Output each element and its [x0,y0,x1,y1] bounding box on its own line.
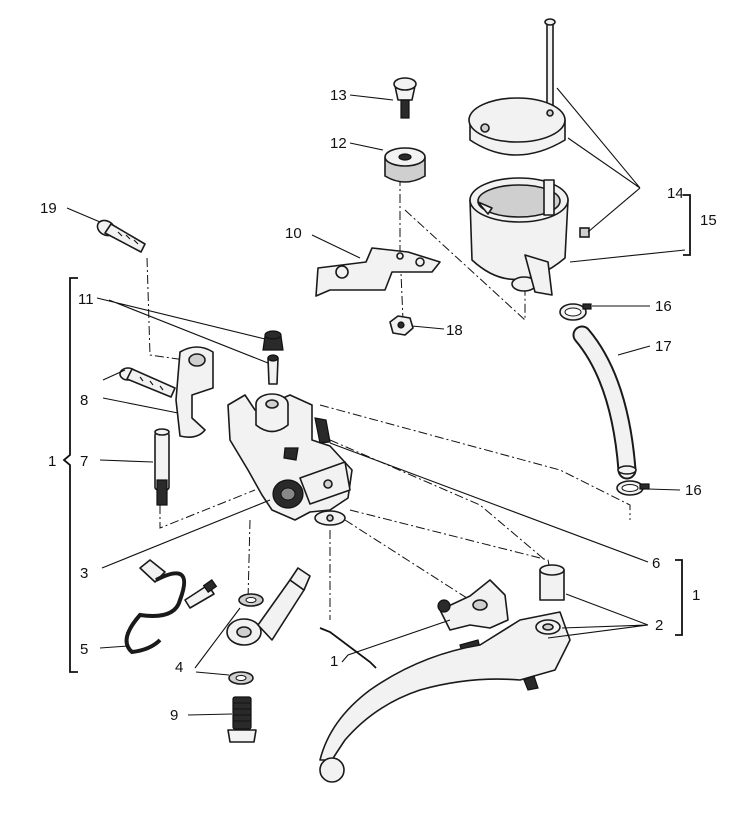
grommet-12 [384,147,426,183]
assembly-brackets [62,194,691,673]
brake-switch-5 [124,559,218,655]
pin-7 [154,428,170,506]
label-15: 15 [700,212,717,229]
label-1-lower: 1 [330,653,338,670]
brake-lever-2 [319,611,571,783]
label-16-upper: 16 [655,298,672,315]
banjo-fitting [226,567,311,646]
label-11: 11 [78,291,94,308]
label-14: 14 [667,185,684,202]
label-7: 7 [80,453,88,470]
label-12: 12 [330,135,347,152]
label-19: 19 [40,200,57,217]
spacer-2 [539,564,565,601]
label-13: 13 [330,87,347,104]
nut-18 [389,315,414,336]
bleed-screw-11 [262,330,284,385]
master-cylinder-body [227,393,353,526]
label-16-lower: 16 [685,482,702,499]
label-10: 10 [285,225,302,242]
label-2: 2 [655,617,663,634]
label-1-right: 1 [692,587,700,604]
label-18: 18 [446,322,463,339]
bolt-19 [96,219,146,253]
label-5: 5 [80,641,88,658]
callout-labels: 13 12 10 19 11 8 1 7 3 5 4 9 1 18 14 15 … [40,87,717,724]
reservoir-15 [468,18,590,296]
washer-4-upper [238,593,264,607]
clamp-16-upper [559,303,592,321]
label-3: 3 [80,565,88,582]
leader-lines [66,87,686,716]
bracket-10 [315,247,441,297]
label-1-main: 1 [48,453,56,470]
pin-13 [393,77,417,119]
clamp-8 [119,346,214,438]
label-9: 9 [170,707,178,724]
label-4: 4 [175,659,183,676]
washer-4-lower [228,671,254,685]
label-6: 6 [652,555,660,572]
banjo-bolt-9 [227,696,257,743]
hose-17 [572,325,637,480]
clamp-16-lower [616,480,650,496]
label-17: 17 [655,338,672,355]
label-8: 8 [80,392,88,409]
